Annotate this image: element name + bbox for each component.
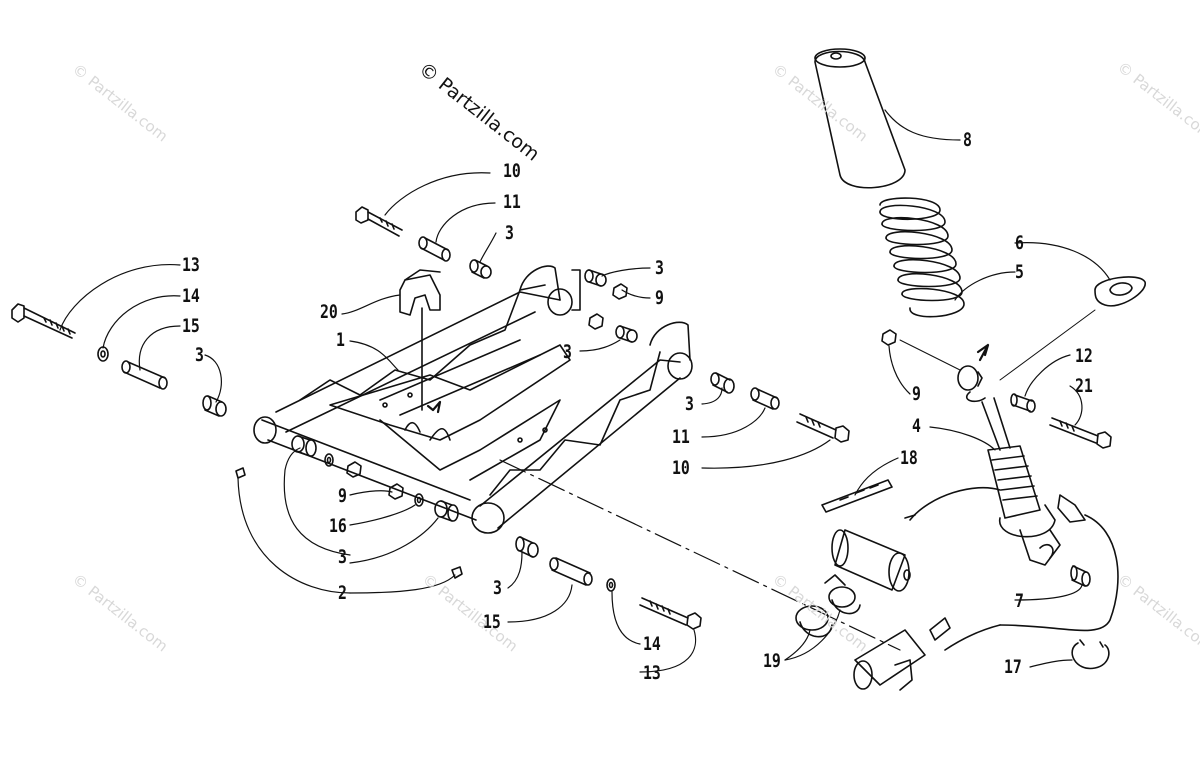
callout-4: 4 <box>912 415 921 437</box>
callout-14: 14 <box>643 633 661 655</box>
callout-3: 3 <box>685 393 694 415</box>
callout-7: 7 <box>1015 590 1024 612</box>
callout-2: 2 <box>338 582 347 604</box>
callout-12: 12 <box>1075 345 1093 367</box>
bottom-hardware <box>515 536 702 630</box>
callout-17: 17 <box>1004 656 1022 678</box>
callout-10: 10 <box>503 160 521 182</box>
callout-14: 14 <box>182 285 200 307</box>
leader-lines <box>59 109 1111 673</box>
callout-5: 5 <box>1015 261 1024 283</box>
callout-6: 6 <box>1015 232 1024 254</box>
callout-11: 11 <box>503 191 521 213</box>
callout-10: 10 <box>672 457 690 479</box>
centerline <box>499 459 901 651</box>
callout-16: 16 <box>329 515 347 537</box>
callout-9: 9 <box>338 485 347 507</box>
callout-13: 13 <box>182 254 200 276</box>
callout-15: 15 <box>182 315 200 337</box>
callout-19: 19 <box>763 650 781 672</box>
callout-3: 3 <box>338 546 347 568</box>
callout-9: 9 <box>912 383 921 405</box>
callout-11: 11 <box>672 426 690 448</box>
callout-13: 13 <box>643 662 661 684</box>
bracket-20 <box>399 269 442 414</box>
callout-15: 15 <box>483 611 501 633</box>
top-hardware <box>355 206 638 343</box>
callout-3: 3 <box>563 341 572 363</box>
callout-3: 3 <box>505 222 514 244</box>
callout-9: 9 <box>655 287 664 309</box>
callout-1: 1 <box>336 329 345 351</box>
callout-3: 3 <box>655 257 664 279</box>
callout-18: 18 <box>900 447 918 469</box>
callout-20: 20 <box>320 301 338 323</box>
left-hardware <box>11 303 463 579</box>
callout-21: 21 <box>1075 375 1093 397</box>
callout-3: 3 <box>493 577 502 599</box>
callout-8: 8 <box>963 129 972 151</box>
swing-arm-frame <box>253 265 693 534</box>
callout-3: 3 <box>195 344 204 366</box>
right-hardware <box>710 372 850 443</box>
